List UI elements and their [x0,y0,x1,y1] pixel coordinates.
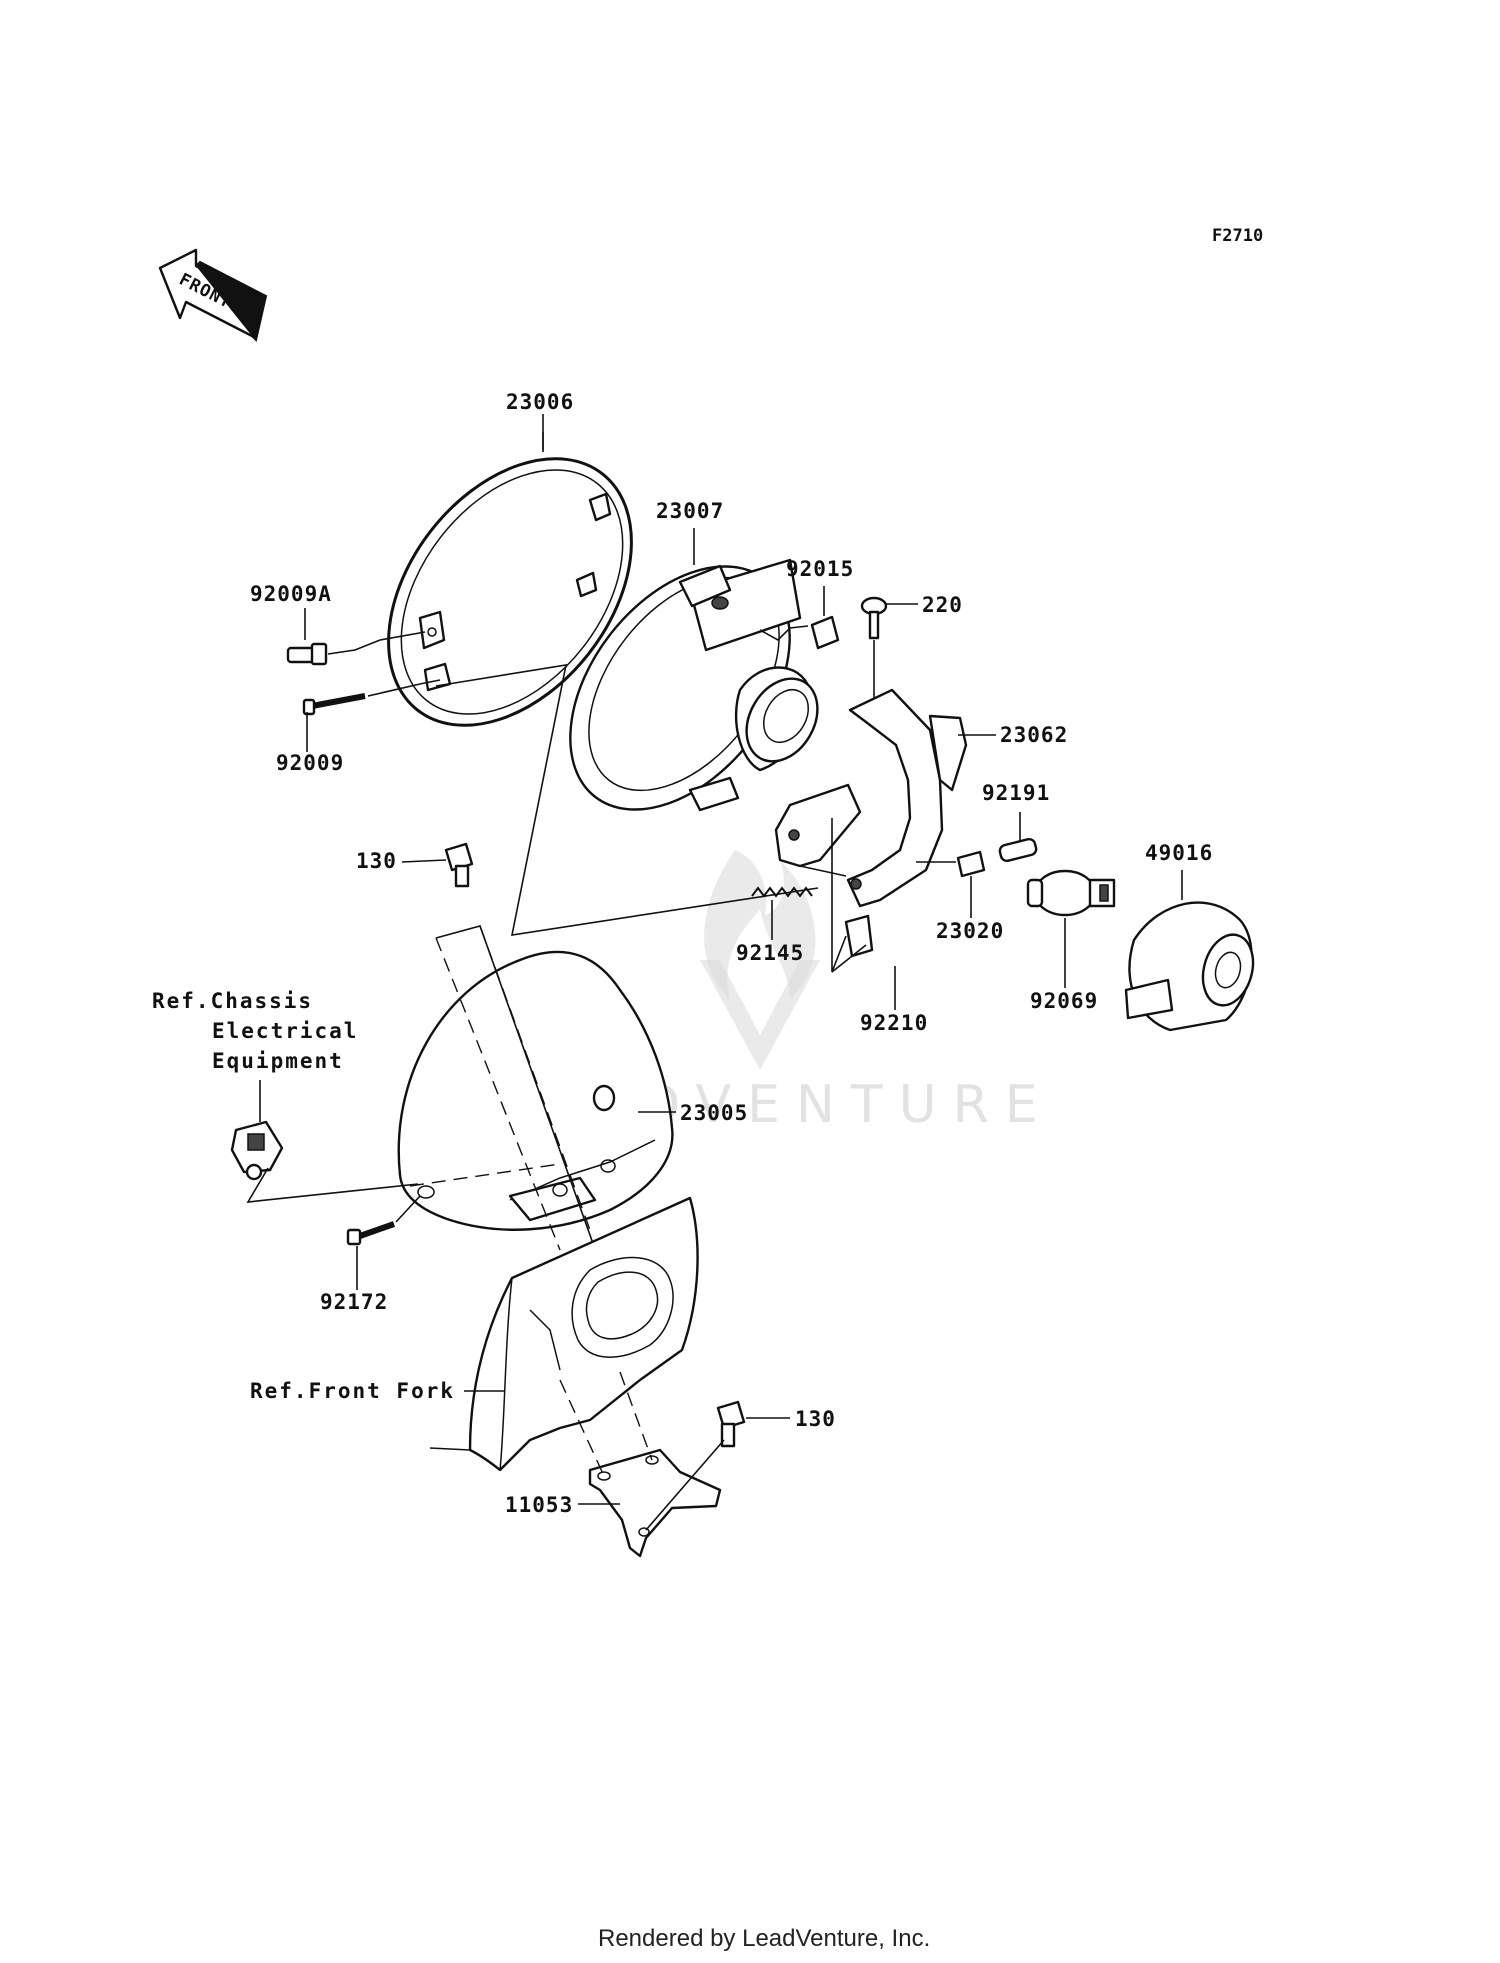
label-92145: 92145 [736,941,804,965]
label-92191: 92191 [982,781,1050,805]
ref-front-fork: Ref.Front Fork [250,1379,455,1403]
nut-92015 [810,615,840,650]
screw-92009 [302,693,366,716]
label-23007: 23007 [656,499,724,523]
footer-credit: Rendered by LeadVenture, Inc. [598,1925,930,1952]
label-92015: 92015 [786,557,854,581]
headlight-rim [387,457,633,727]
bulb-92069 [1026,869,1116,917]
rubber-boot-49016 [1124,901,1255,1032]
label-11053: 11053 [505,1493,573,1517]
bolt-130-bottom [716,1400,746,1448]
spring-92145 [751,886,813,898]
screw-92009a [286,642,328,666]
figure-code: F2710 [1212,226,1263,246]
label-92009: 92009 [276,751,344,775]
label-130-top: 130 [356,849,397,873]
label-220: 220 [922,593,963,617]
screw-220 [860,596,888,640]
label-23006: 23006 [506,390,574,414]
label-92172: 92172 [320,1290,388,1314]
bolt-130-top [444,842,474,888]
ref-chassis-line2: Electrical [212,1019,358,1043]
front-fork-cover [429,1196,699,1472]
label-92009a: 92009A [250,582,332,606]
ref-chassis-line1: Ref.Chassis [152,989,313,1013]
ref-chassis-line3: Equipment [212,1049,344,1073]
label-130-bottom: 130 [795,1407,836,1431]
label-23062: 23062 [1000,723,1068,747]
label-23020: 23020 [936,919,1004,943]
screw-92172 [346,1221,395,1246]
label-23005: 23005 [680,1101,748,1125]
connector-chassis [230,1120,284,1181]
front-arrow-icon: FRONT [158,248,268,342]
connector-23020 [956,850,986,878]
label-49016: 49016 [1145,841,1213,865]
headlight-housing [397,950,674,1231]
label-92069: 92069 [1030,989,1098,1013]
mount-bracket-11053 [588,1448,722,1558]
sleeve-92191 [998,837,1038,863]
bulb-bracket [774,688,968,908]
label-92210: 92210 [860,1011,928,1035]
reflector-unit [569,558,819,812]
